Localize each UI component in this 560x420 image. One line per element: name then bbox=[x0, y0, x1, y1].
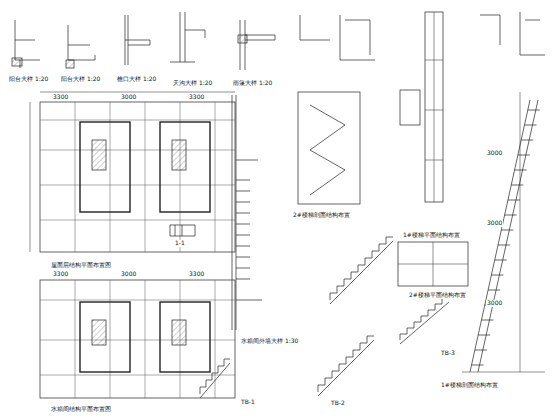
stair-tread bbox=[511, 185, 523, 186]
detail-section bbox=[240, 20, 275, 70]
drawing-label: 天沟大样 1:20 bbox=[172, 80, 213, 87]
detail-section bbox=[170, 225, 195, 236]
drawing-label: 3000 bbox=[120, 94, 137, 101]
drawing-label: TB-3 bbox=[440, 350, 456, 357]
stair-slab bbox=[200, 363, 230, 398]
drawing-label: 2#楼梯平面结构布置 bbox=[408, 292, 467, 299]
drawing-label: 1-1 bbox=[174, 240, 186, 247]
stair-section bbox=[462, 92, 545, 372]
stair-tread bbox=[521, 140, 533, 141]
drawing-label: TB-1 bbox=[240, 399, 256, 406]
stair-tread bbox=[472, 365, 484, 366]
stair-tread bbox=[524, 125, 536, 126]
drawing-label: 2#楼梯剖面结构布置 bbox=[292, 212, 351, 219]
stair-tread bbox=[498, 245, 510, 246]
stair-tread bbox=[491, 275, 503, 276]
stair-steps bbox=[400, 298, 449, 340]
stair-tread bbox=[505, 215, 517, 216]
detail-section bbox=[68, 25, 95, 60]
drawing-label: 3000 bbox=[486, 300, 503, 307]
detail-section bbox=[125, 15, 150, 65]
drawing-label: TB-2 bbox=[330, 400, 346, 407]
drawing-label: 3300 bbox=[52, 271, 69, 278]
stair-plan bbox=[298, 92, 360, 204]
drawing-label: 3000 bbox=[120, 271, 137, 278]
drawing-label: 3300 bbox=[188, 94, 205, 101]
stair-tread bbox=[478, 335, 490, 336]
drawing-label: 3300 bbox=[52, 94, 69, 101]
stair-slab bbox=[330, 241, 393, 304]
drawing-label: 水箱间外墙大样 1:30 bbox=[240, 338, 299, 345]
detail-section bbox=[480, 12, 545, 55]
stair-steps bbox=[318, 336, 374, 392]
column-detail bbox=[400, 12, 443, 202]
drawing-label: 3300 bbox=[188, 271, 205, 278]
water-tank-plan bbox=[40, 280, 235, 398]
stair-flight bbox=[310, 105, 345, 195]
stair-tread bbox=[508, 200, 520, 201]
stair-steps bbox=[330, 237, 393, 300]
stair-steps bbox=[200, 359, 230, 394]
drawing-label: 3000 bbox=[486, 150, 503, 157]
drawing-label: 3000 bbox=[486, 220, 503, 227]
detail-section bbox=[300, 15, 375, 60]
detail-section bbox=[170, 12, 205, 62]
roof-plan bbox=[30, 92, 235, 252]
stair-tread bbox=[495, 260, 507, 261]
stair-steps bbox=[200, 110, 540, 398]
drawing-label: 檐口大样 1:20 bbox=[116, 76, 157, 83]
drawing-label: 雨篷大样 1:20 bbox=[232, 80, 273, 87]
drawing-label: 1#楼梯平面结构布置 bbox=[402, 232, 461, 239]
stair-tread bbox=[515, 170, 527, 171]
stair-tread bbox=[501, 230, 513, 231]
drawing-label: 1#楼梯剖面结构布置 bbox=[440, 382, 499, 389]
stair-tread bbox=[528, 110, 540, 111]
drawing-label: 水箱间结构平面布置图 bbox=[50, 406, 112, 413]
stair-tread bbox=[481, 320, 493, 321]
stair-tread bbox=[475, 350, 487, 351]
drawing-label: 阳台大样 1:20 bbox=[60, 76, 101, 83]
drawing-label: 阳台大样 1:20 bbox=[8, 76, 49, 83]
stair-slab bbox=[318, 340, 374, 396]
stair-slab bbox=[400, 302, 449, 344]
stair-plan bbox=[398, 242, 468, 286]
stair-tread bbox=[488, 290, 500, 291]
wall-detail bbox=[232, 95, 262, 330]
drawing-label: 屋面层结构平面布置图 bbox=[50, 262, 112, 269]
stair-tread bbox=[518, 155, 530, 156]
